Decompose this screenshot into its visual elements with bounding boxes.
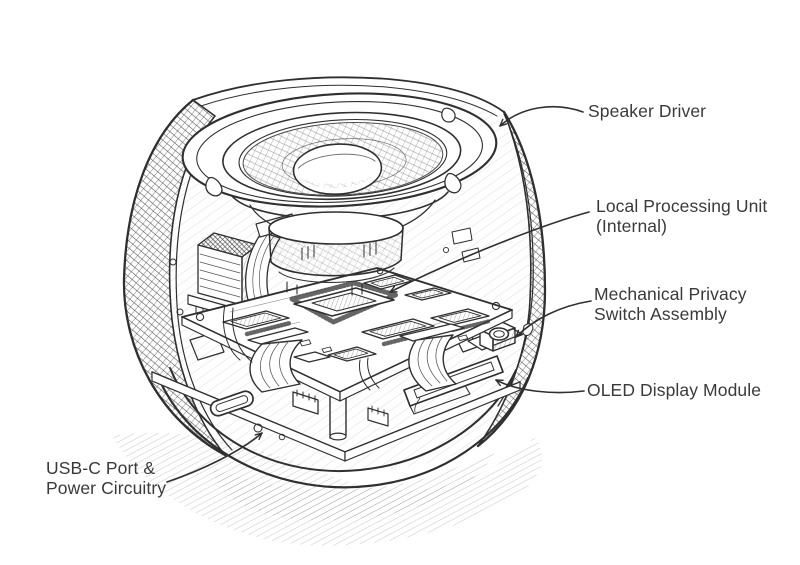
label-speaker-driver: Speaker Driver [588, 101, 706, 121]
top-rim-inner [200, 84, 498, 117]
bowl-rim-outer [158, 376, 530, 489]
label-speaker-driver-line-1: Speaker Driver [588, 101, 707, 121]
silhouette-right [476, 110, 547, 448]
label-local-processing-unit-line-1: Local Processing Unit [596, 196, 768, 216]
leader-local-processing-unit [389, 211, 590, 293]
label-local-processing-unit: Local Processing Unit (Internal) [596, 196, 767, 236]
ribbon-cable-left [247, 327, 309, 393]
leader-speaker-driver [499, 106, 584, 127]
silhouette-left [122, 98, 227, 457]
label-local-processing-unit-line-2: (Internal) [596, 216, 668, 236]
hookup-wires [223, 304, 380, 391]
leader-oled-display [495, 379, 585, 394]
top-rim-outer [192, 76, 505, 113]
woofer [181, 92, 498, 208]
magnet-assembly [231, 191, 449, 296]
mounting-clips [205, 107, 462, 197]
leader-lines [166, 106, 592, 483]
label-usb-c-power: USB-C Port & Power Circuitry [46, 458, 166, 498]
label-mechanical-privacy-switch-line-1: Mechanical Privacy [594, 284, 747, 304]
memory-and-support-chips [222, 274, 492, 363]
label-usb-c-power-line-2: Power Circuitry [46, 478, 167, 498]
ground-shadow [112, 432, 543, 546]
bowl-rim-inner [169, 367, 517, 472]
usb-c-port [209, 390, 254, 417]
cpu-chip [289, 280, 398, 325]
label-usb-c-power-line-1: USB-C Port & [46, 458, 156, 478]
leader-privacy-switch [515, 300, 592, 338]
label-mechanical-privacy-switch-line-2: Switch Assembly [594, 304, 727, 324]
ribbon-cable-right [399, 323, 465, 392]
label-mechanical-privacy-switch: Mechanical Privacy Switch Assembly [594, 284, 747, 324]
label-oled-display-module: OLED Display Module [587, 380, 761, 400]
leader-usb-c [166, 432, 263, 483]
lower-pcb [151, 371, 521, 462]
pcb-standoff-post [329, 392, 347, 441]
label-oled-display-module-line-1: OLED Display Module [587, 380, 762, 400]
speaker-driver-drawing [181, 92, 498, 296]
